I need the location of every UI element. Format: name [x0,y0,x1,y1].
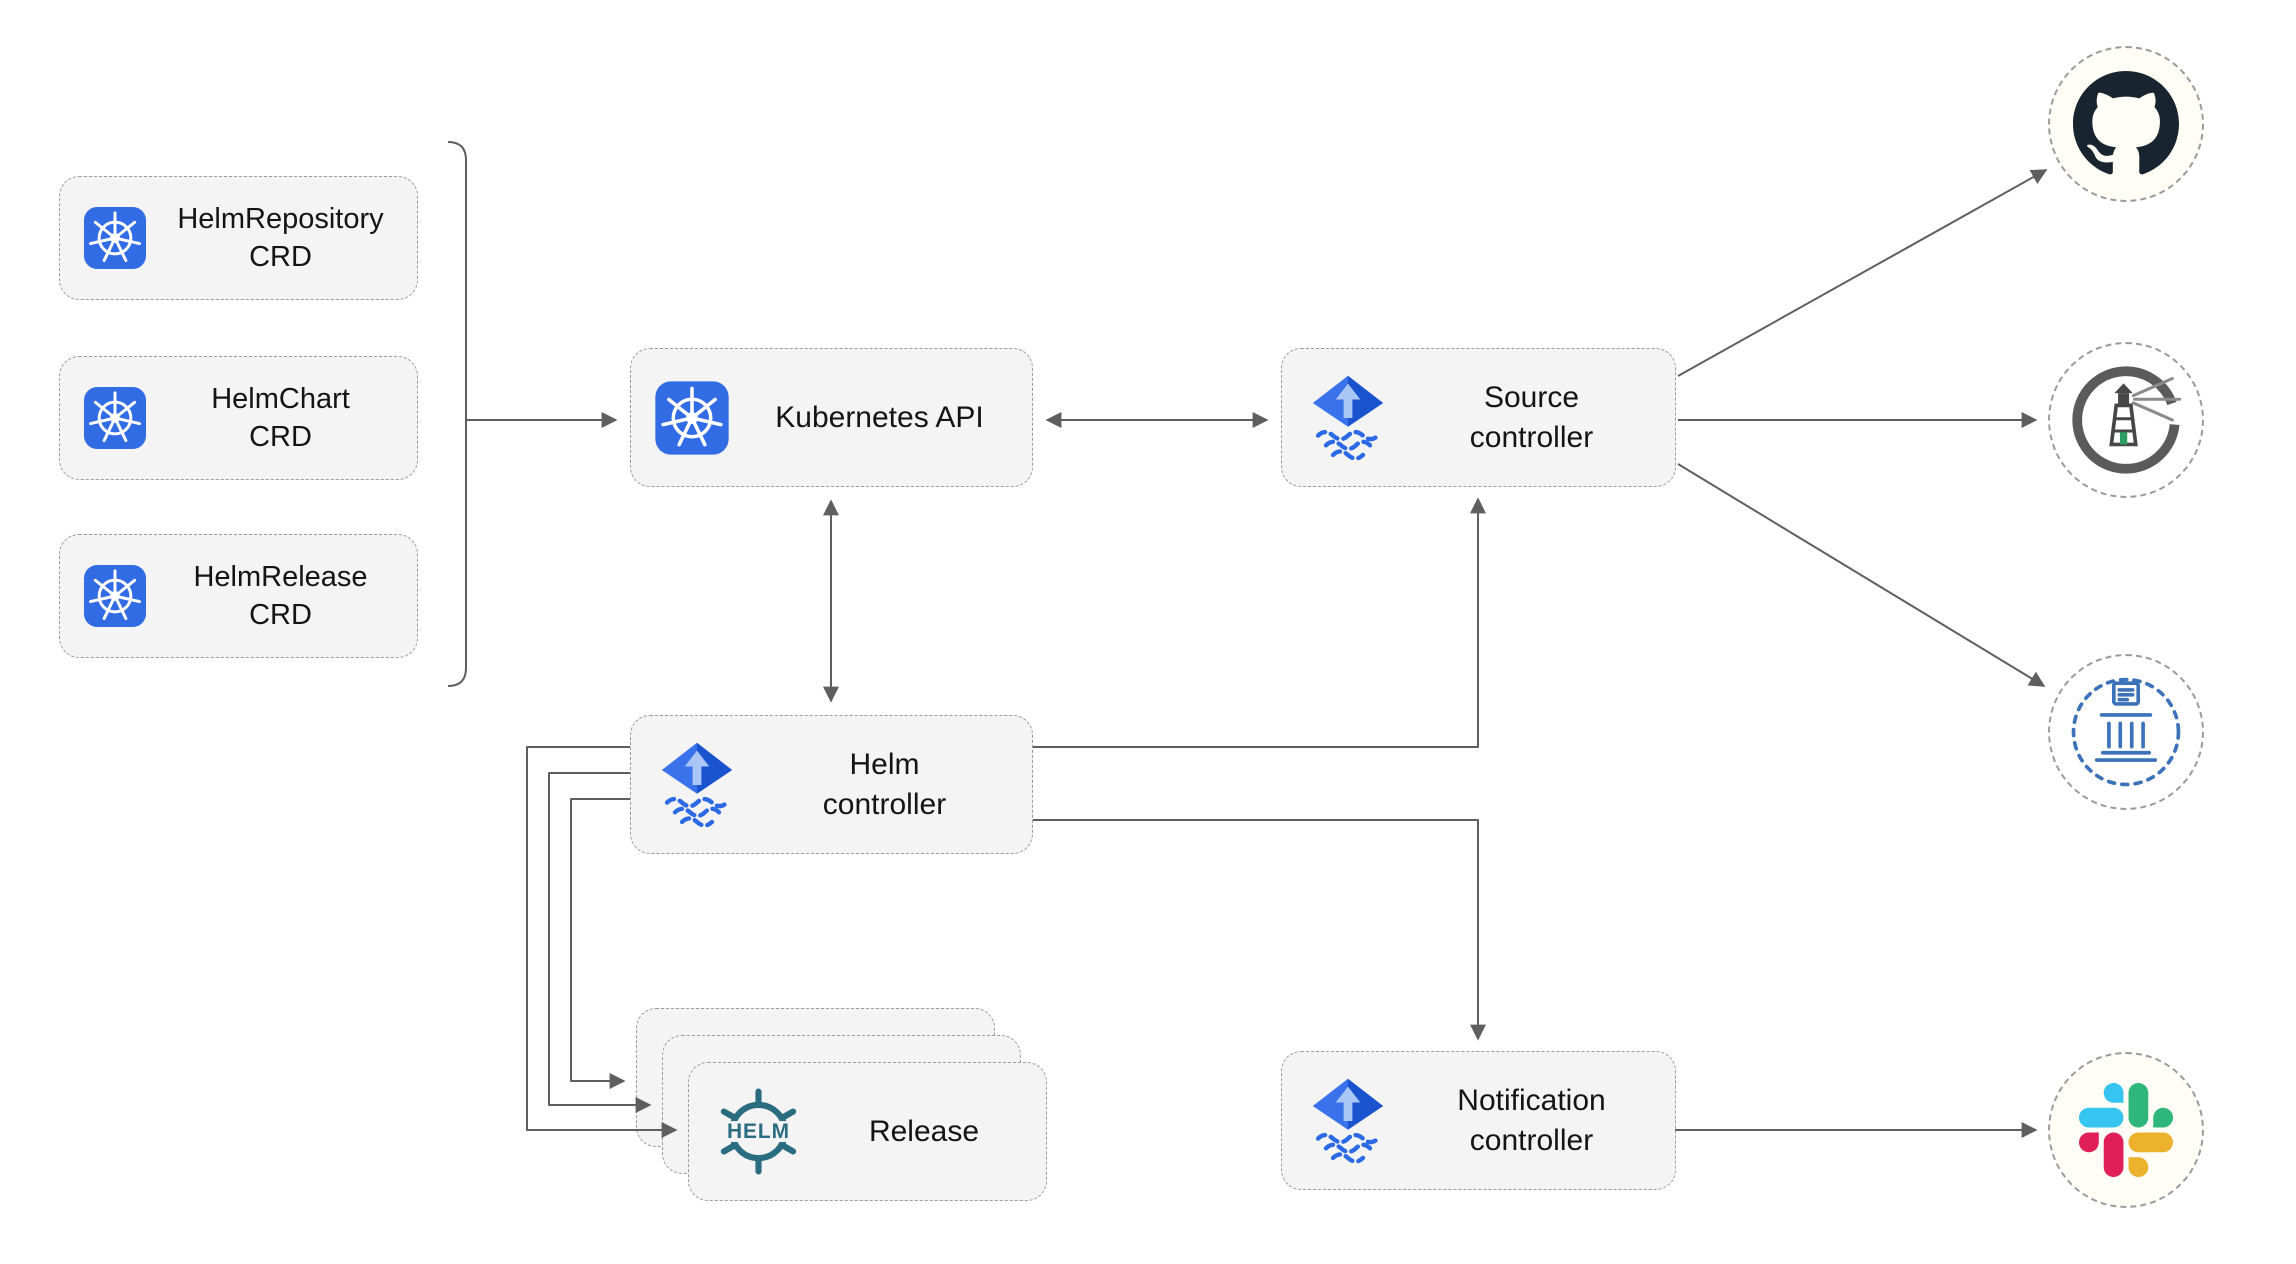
node-kubernetes-api-label: Kubernetes API [775,400,984,434]
external-chartmuseum [2048,654,2204,810]
chartmuseum-icon [2065,671,2187,793]
helm-icon [711,1084,806,1179]
flux-icon [1304,1077,1392,1165]
edge-source-controller-to-chartmuseum [1677,463,2046,687]
node-kubernetes-api: Kubernetes API [630,348,1033,487]
flux-icon [1304,374,1392,462]
external-github [2048,46,2204,202]
node-helm-repository-crd-label: HelmRepository CRD [177,202,384,273]
crd-group-bracket [447,141,467,687]
node-helm-controller: Helm controller [630,715,1033,854]
edge-helm-controller-to-source-controller [1033,497,1486,748]
edge-helm-controller-to-notification-controller [1033,819,1486,1041]
external-lighthouse-registry [2048,342,2204,498]
edge-helm-controller-to-release-3 [570,798,630,1089]
node-notification-controller-label: Notification controller [1457,1083,1606,1157]
github-icon [2073,71,2179,177]
node-helm-release-crd: HelmRelease CRD [59,534,418,658]
slack-icon [2079,1083,2173,1177]
kubernetes-icon [82,385,148,451]
node-helm-release-crd-label: HelmRelease CRD [193,560,368,631]
node-release: Release [688,1062,1047,1201]
kubernetes-icon [82,563,148,629]
flux-icon [653,741,741,829]
node-source-controller: Source controller [1281,348,1676,487]
kubernetes-icon [653,379,731,457]
node-helm-repository-crd: HelmRepository CRD [59,176,418,300]
node-helm-controller-label: Helm controller [822,747,947,821]
external-slack [2048,1052,2204,1208]
edge-source-controller-to-github [1677,169,2048,377]
lighthouse-icon [2065,359,2187,481]
node-helm-chart-crd: HelmChart CRD [59,356,418,480]
node-source-controller-label: Source controller [1469,380,1594,454]
node-helm-chart-crd-label: HelmChart CRD [211,382,350,453]
node-notification-controller: Notification controller [1281,1051,1676,1190]
node-release-label: Release [868,1114,980,1148]
kubernetes-icon [82,205,148,271]
